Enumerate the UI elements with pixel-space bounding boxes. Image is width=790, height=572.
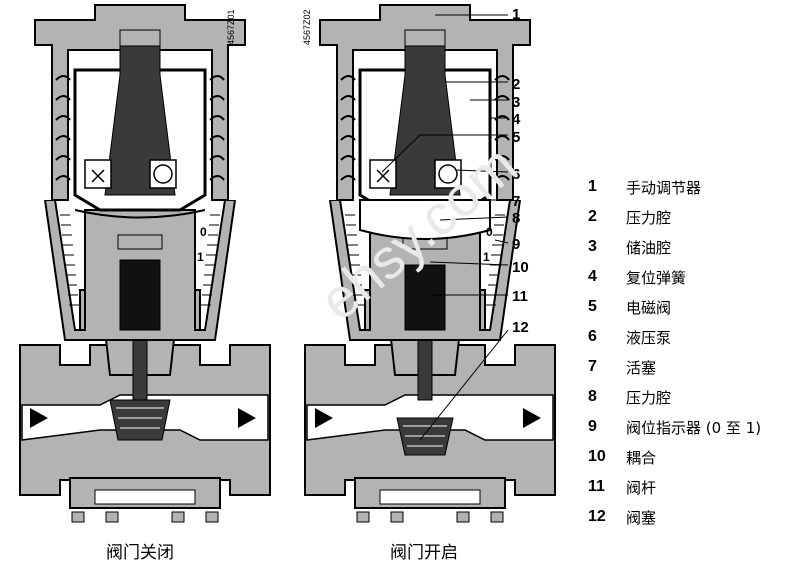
legend-text: 阀杆 xyxy=(626,478,657,497)
valve-open-illustration xyxy=(303,3,557,524)
legend-num: 6 xyxy=(588,328,597,345)
callout-number-6: 6 xyxy=(512,166,521,183)
callout-number-8: 8 xyxy=(512,210,521,227)
callout-number-10: 10 xyxy=(512,259,529,276)
legend-row-9: 9 阀位指示器 (0 至 1) xyxy=(588,412,788,442)
legend-text: 复位弹簧 xyxy=(626,268,687,287)
legend: 1 手动调节器 2 压力腔 3 储油腔 4 复位弹簧 5 电磁阀 6 液压泵 7 活塞 8 压力… xyxy=(588,172,788,532)
caption-valve-open: 阀门开启 xyxy=(390,543,458,563)
legend-row-10: 10 耦合 xyxy=(588,442,788,472)
legend-num: 4 xyxy=(588,268,597,285)
callout-number-4: 4 xyxy=(512,111,521,128)
callout-number-5: 5 xyxy=(512,129,521,146)
scale-one-left: 1 xyxy=(197,250,204,264)
legend-num: 10 xyxy=(588,448,606,465)
legend-row-7: 7 活塞 xyxy=(588,352,788,382)
legend-num: 3 xyxy=(588,238,597,255)
legend-text: 液压泵 xyxy=(626,328,672,347)
diagram-code-right: 4567Z02 xyxy=(302,9,312,45)
legend-row-8: 8 压力腔 xyxy=(588,382,788,412)
diagram-code-left: 4567Z01 xyxy=(226,9,236,45)
legend-row-2: 2 压力腔 xyxy=(588,202,788,232)
scale-zero-left: 0 xyxy=(200,225,207,239)
legend-row-4: 4 复位弹簧 xyxy=(588,262,788,292)
legend-text: 阀位指示器 (0 至 1) xyxy=(626,418,762,437)
legend-num: 5 xyxy=(588,298,597,315)
legend-text: 压力腔 xyxy=(626,388,672,407)
scale-zero-right: 0 xyxy=(486,225,493,239)
legend-text: 耦合 xyxy=(626,448,657,467)
legend-row-12: 12 阀塞 xyxy=(588,502,788,532)
callout-number-2: 2 xyxy=(512,76,521,93)
caption-valve-closed: 阀门关闭 xyxy=(106,543,174,563)
legend-num: 11 xyxy=(588,478,605,495)
legend-text: 压力腔 xyxy=(626,208,672,227)
legend-text: 电磁阀 xyxy=(626,298,672,317)
legend-text: 阀塞 xyxy=(626,508,657,527)
legend-row-6: 6 液压泵 xyxy=(588,322,788,352)
legend-text: 储油腔 xyxy=(626,238,672,257)
legend-num: 1 xyxy=(588,178,597,195)
callout-number-11: 11 xyxy=(512,288,528,305)
legend-num: 9 xyxy=(588,418,597,435)
legend-text: 手动调节器 xyxy=(626,178,702,197)
callout-number-12: 12 xyxy=(512,319,529,336)
legend-row-1: 1 手动调节器 xyxy=(588,172,788,202)
legend-row-11: 11 阀杆 xyxy=(588,472,788,502)
callout-number-1: 1 xyxy=(512,6,521,23)
legend-row-5: 5 电磁阀 xyxy=(588,292,788,322)
valve-closed-illustration xyxy=(18,3,272,524)
callout-leader-lines xyxy=(381,14,509,441)
legend-num: 8 xyxy=(588,388,597,405)
legend-num: 7 xyxy=(588,358,597,375)
scale-one-right: 1 xyxy=(483,250,490,264)
legend-num: 12 xyxy=(588,508,606,525)
legend-text: 活塞 xyxy=(626,358,657,377)
legend-row-3: 3 储油腔 xyxy=(588,232,788,262)
callout-number-7: 7 xyxy=(512,193,521,210)
legend-num: 2 xyxy=(588,208,597,225)
callout-number-9: 9 xyxy=(512,236,521,253)
callout-number-3: 3 xyxy=(512,94,521,111)
